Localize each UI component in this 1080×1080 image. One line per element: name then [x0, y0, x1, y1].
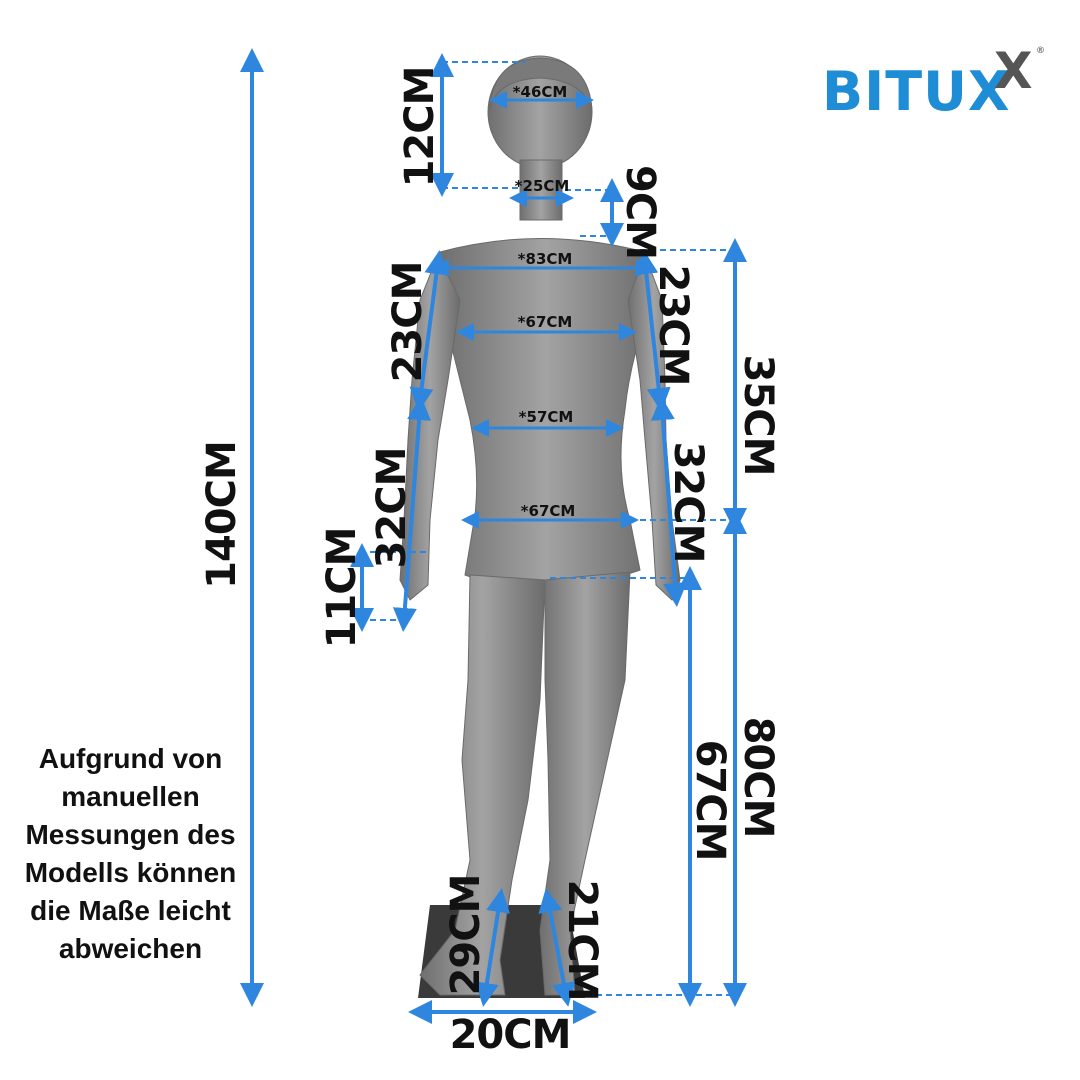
- neck-circumference-label: *25CM: [514, 177, 570, 195]
- hand-label: 11CM: [319, 527, 365, 649]
- measurement-disclaimer: Aufgrund von manuellen Messungen des Mod…: [24, 743, 237, 964]
- inseam-label: 67CM: [687, 739, 733, 861]
- brand-registered: ®: [1036, 46, 1045, 56]
- underbust-label: *67CM: [517, 313, 573, 331]
- measurement-lines: [240, 48, 747, 1024]
- upper-arm-right-label: 23CM: [650, 264, 696, 386]
- brand-logo: BITUX X ®: [822, 42, 1045, 123]
- waist-label: *57CM: [518, 408, 574, 426]
- leg-length-label: 80CM: [735, 716, 781, 838]
- upper-arm-left-label: 23CM: [385, 261, 431, 383]
- foot-left-label: 29CM: [443, 874, 489, 996]
- brand-superscript: X: [994, 42, 1033, 100]
- head-height-label: 12CM: [397, 66, 443, 188]
- guide-lines: [360, 61, 738, 996]
- base-width-label: 20CM: [449, 1012, 572, 1058]
- head-circumference-label: *46CM: [512, 83, 568, 101]
- brand-name: BITUX: [822, 60, 1011, 123]
- neck-length-label: 9CM: [617, 165, 663, 259]
- hip-label: *67CM: [520, 502, 576, 520]
- foot-right-label: 21CM: [559, 879, 605, 1001]
- lower-arm-right-label: 32CM: [665, 441, 711, 563]
- lower-arm-left-label: 32CM: [369, 447, 415, 569]
- total-height-label: 140CM: [199, 441, 245, 589]
- torso-length-label: 35CM: [735, 354, 781, 476]
- chest-label: *83CM: [517, 250, 573, 268]
